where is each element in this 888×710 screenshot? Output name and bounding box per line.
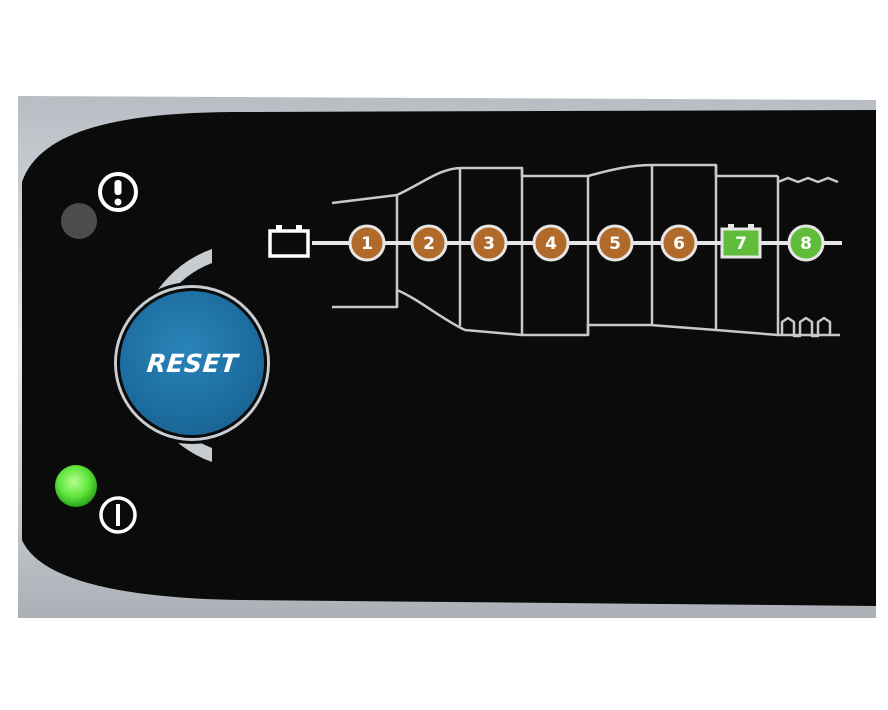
step-marker [348,224,386,262]
step-label: 1 [361,234,373,254]
step-marker [660,224,698,262]
reset-button-label: RESET [144,348,240,378]
step-label: 6 [673,234,685,254]
step-marker [470,224,508,262]
exclamation-icon [98,172,138,212]
step-label: 4 [545,234,557,254]
power-icon [99,496,137,534]
step-7: 7 [720,224,762,259]
charge-steps: 1 2 3 4 5 6 7 8 [348,224,825,262]
step-1: 1 [348,224,386,262]
step-label: 5 [609,234,621,254]
charge-curve [331,163,840,338]
step-8: 8 [787,224,825,262]
step-marker [787,224,825,262]
step-marker [720,227,762,259]
step-6: 6 [660,224,698,262]
power-led [55,465,97,507]
step-label: 3 [483,234,495,254]
step-label: 7 [735,234,747,254]
step-marker [596,224,634,262]
step-4: 4 [532,224,570,262]
reset-button[interactable]: RESET [117,288,267,438]
step-label: 2 [423,234,435,254]
battery-icon [268,225,310,258]
black-panel [22,110,876,606]
step-5: 5 [596,224,634,262]
step-label: 8 [800,234,812,254]
step-marker [410,224,448,262]
error-led [61,203,97,239]
step-3: 3 [470,224,508,262]
step-marker [532,224,570,262]
step-2: 2 [410,224,448,262]
